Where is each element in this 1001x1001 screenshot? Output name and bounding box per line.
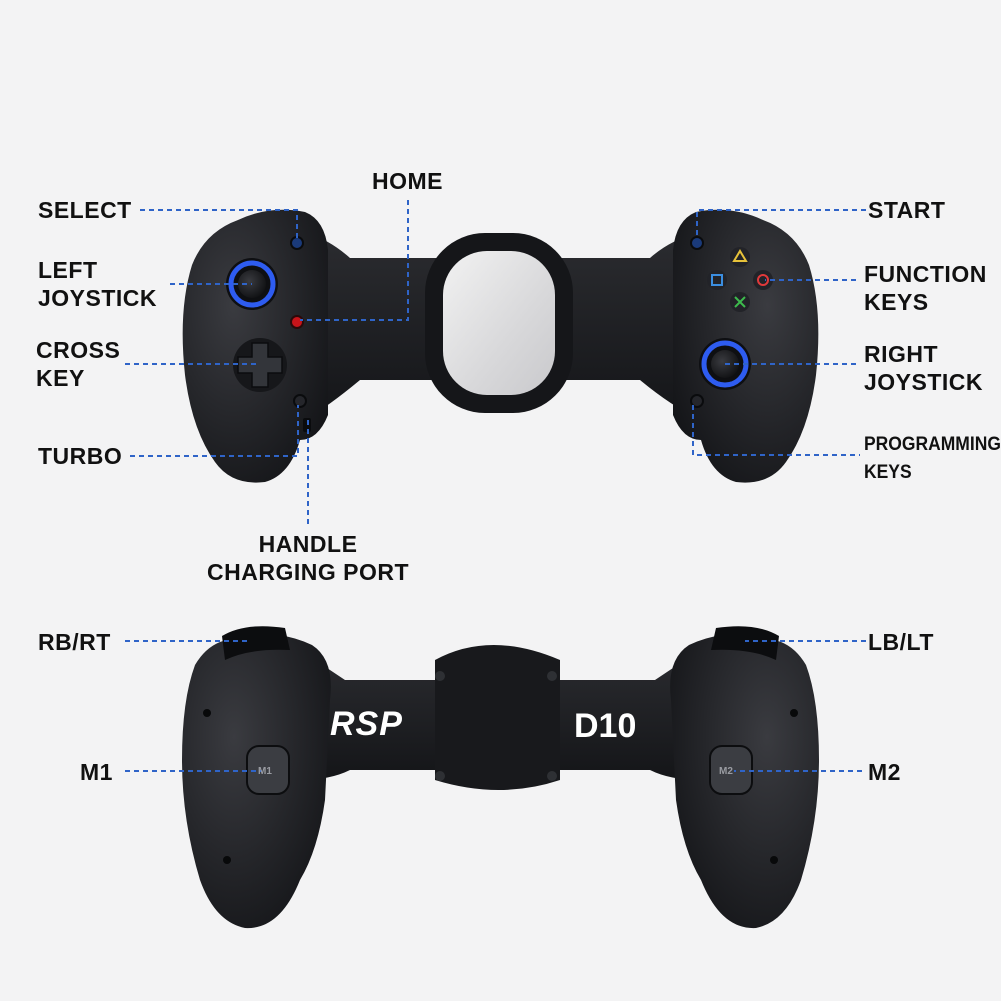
model-name: D10 [574,707,637,745]
back-plate [435,645,560,790]
face-buttons-icon [707,247,773,312]
function-keys-label: FUNCTION KEYS [864,261,987,315]
select-button-icon [290,236,304,250]
front-callout-lines [125,200,866,525]
back-callout-lines [125,640,866,772]
lb-lt-label: LB/LT [868,629,934,655]
programming-button-icon [690,394,704,408]
dpad-icon [233,338,287,392]
select-label: SELECT [38,197,132,223]
home-label: HOME [372,168,443,194]
m2-label: M2 [868,759,901,785]
start-button-icon [690,236,704,250]
rb-rt-trigger-icon [222,626,290,660]
back-controller [182,626,819,929]
paddle-m1-text: M1 [258,766,272,777]
paddle-m2-text: M2 [719,766,733,777]
front-controller [182,209,819,483]
rb-rt-label: RB/RT [38,629,111,655]
handle-charging-port-label: HANDLE CHARGING PORT [207,531,409,585]
right-joystick-label: RIGHT JOYSTICK [864,341,984,395]
start-label: START [868,197,946,223]
cross-key-label: CROSS KEY [36,337,121,391]
programming-keys-label: PROGRAMMING KEYS [864,434,1001,483]
m1-label: M1 [80,759,113,785]
home-button-icon [290,315,304,329]
brand-logo: RSP [330,705,403,743]
left-joystick-label: LEFT JOYSTICK [38,257,158,311]
turbo-label: TURBO [38,443,123,469]
turbo-button-icon [293,394,307,408]
lb-lt-trigger-icon [711,626,779,660]
